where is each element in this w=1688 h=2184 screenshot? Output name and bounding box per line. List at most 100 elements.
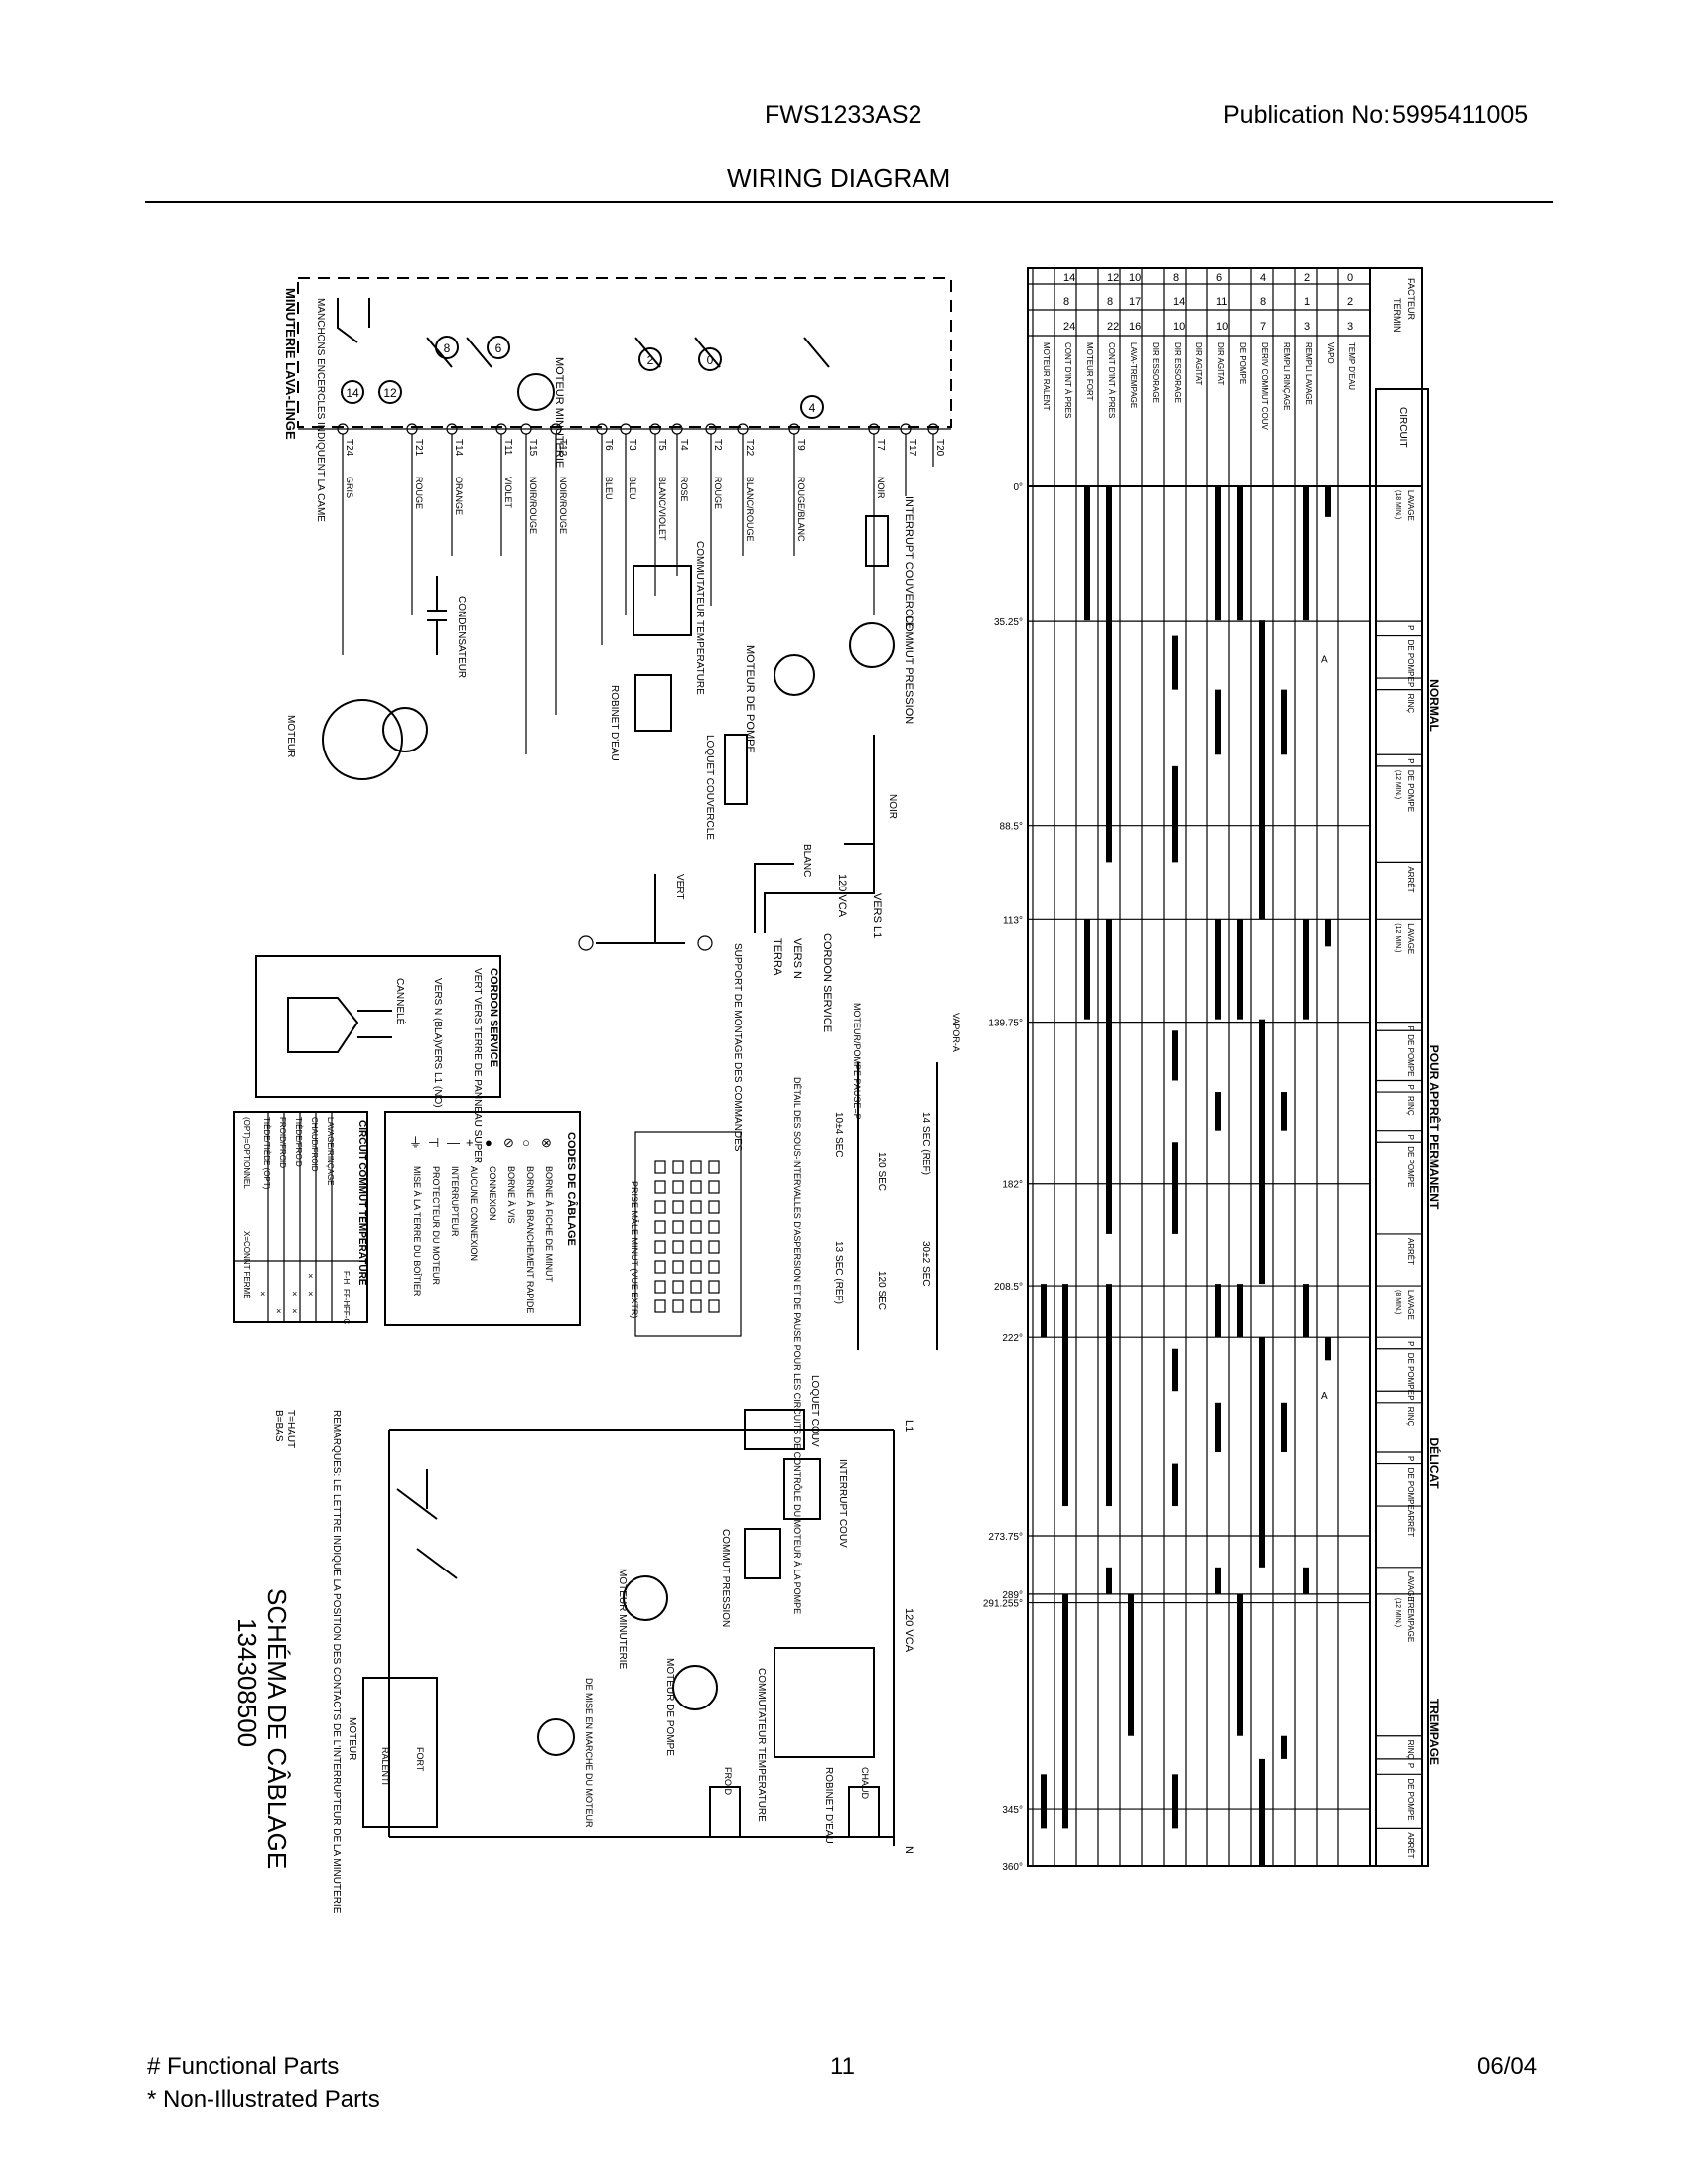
plug-pin [672,1240,684,1254]
circuit-col-header: F-H [342,1271,351,1285]
chart-cycle-name: TREMPAGE [1427,1699,1441,1765]
chart-degree-label: 35.25° [994,617,1023,628]
drain-pump-symbol [774,654,815,696]
circuit-mark: × [292,1306,297,1316]
detail-time-5: 30±2 SEC [920,1241,931,1287]
chart-step-label: DE POMPE [1406,1778,1415,1820]
bottom-loquet: LOQUET COUV [809,1375,820,1447]
wire-color-label: ORANGE [454,477,464,515]
code-description: CONNEXION [488,1166,497,1221]
chart-contact-bar [1237,486,1243,621]
plug-pin [690,1180,702,1194]
chart-contact-bar [1237,1284,1243,1338]
terminal-label: T9 [795,439,806,451]
chart-contact-bar [1215,919,1221,1020]
chart-contact-bar [1106,919,1112,1234]
chart-contact-bar [1172,635,1178,690]
plug-pin [654,1180,666,1194]
code-symbol-icon: ● [485,1135,492,1150]
chart-contact-bar [1215,689,1221,755]
bottom-part-number: 134308500 [232,1618,262,1747]
bottom-start-motor [537,1718,575,1756]
terminal-label: T21 [413,439,424,457]
plug-pin [708,1280,720,1294]
lid-lock-label: LOQUET COUVERCLE [704,735,715,840]
cam-12-label: 12 [383,386,397,400]
chart-degree-label: 222° [1002,1333,1023,1344]
chart-contact-bar [1172,1774,1178,1829]
circuit-row-label: TIÈDE/TIÈDE (OPT) [262,1117,271,1190]
cam-6: 6 [487,336,510,359]
code-symbol-icon: ⊣ [428,1135,439,1150]
timer-note: MANCHONS ENCERCLES INDIQUENT LA CAME [315,298,326,522]
timer-switch-contacts [337,298,370,343]
chart-degree-label: 208.5° [994,1282,1023,1293]
chart-step-label: P [1406,758,1415,763]
chart-step-label: RINÇ [1406,1096,1415,1116]
chart-degree-label: 289° [1002,1590,1023,1601]
chart-contact-bar [1062,1593,1068,1829]
cam-0: 0 [698,347,722,371]
code-description: BORNE À BRANCHEMENT RAPIDE [525,1166,535,1313]
chart-circuit-name: DERIV COMMUT COUV [1260,342,1269,431]
chart-step-sub: (12 MIN.) [1394,923,1401,952]
timer-motor-label: MOTEUR MINUTERIE [553,357,565,468]
chart-step-sub: (18 MIN.) [1394,490,1401,519]
motor-pause-label: MOTEUR/POMPE PAUSE=P [852,1003,862,1120]
plug-pin [672,1299,684,1313]
wire-color-label: GRIS [345,477,354,498]
detail-time-4: 13 SEC (REF) [833,1241,844,1304]
terminal-label: T5 [656,439,667,451]
ground-point [578,935,594,951]
chart-contact-bar [1325,1337,1331,1361]
plug-pin-grid [654,1160,720,1313]
temp-circuit-box: CIRCUIT COMMUT TEMPÉRATURE F-HFF-HFF-CLA… [233,1111,369,1324]
main-motor-symbol [322,699,403,780]
power-line-n [754,863,794,933]
publication-label: Publication No: [1223,101,1391,129]
chart-step-label: DE POMPE [1406,1146,1415,1187]
chart-circuit-name: TEMP D'EAU [1347,342,1356,390]
bottom-valve-cold [709,1786,741,1838]
chart-contact-bar [1062,1284,1068,1507]
circuit-row-label: CHAUD/FROID [310,1117,319,1172]
chart-contact-bar [1215,1567,1221,1594]
chart-grid-frame [1027,267,1371,1867]
cam-12: 12 [378,380,402,404]
chart-circuit-name: CONT D'INT À PRES [1063,342,1072,418]
footer-non-illustrated-note: * Non-Illustrated Parts [147,2086,380,2113]
codes-title: CODES DE CÂBLAGE [565,1132,578,1246]
chart-circuit-name: DIR AGITAT [1216,342,1225,385]
codes-list: ⊗BORNE À FICHE DE MINUT○BORNE À BRANCHEM… [409,1135,554,1313]
terminal-label: T22 [744,439,755,457]
chart-circuit-name: LAVA-TREMPAGE [1129,342,1138,408]
green-label: VERT [674,874,685,900]
chart-step-label: DE POMPE [1406,640,1415,682]
terminal-label: T3 [627,439,637,451]
chart-cycle-name: NORMAL [1427,679,1441,732]
chart-circuit-name: DIR ESSORAGE [1173,342,1182,403]
code-symbol-icon: ⊘ [503,1135,514,1150]
circuit-mark: × [292,1289,297,1298]
chart-step-label: LAVAGE [1406,490,1415,521]
plug-pin [654,1240,666,1254]
cam-0-label: 0 [707,353,714,367]
chart-degree-label: 345° [1002,1805,1023,1816]
bottom-b-bas: B=BAS [273,1410,284,1442]
bottom-title: SCHÉMA DE CÂBLAGE [262,1588,292,1869]
detail-time-2: 120 SEC [876,1152,887,1191]
chart-cam-number: 14 [1063,272,1075,284]
water-valve-symbol [634,674,672,732]
pressure-switch-label: COMMUT PRESSION [903,615,914,724]
bottom-interrupt: INTERRUPT COUV [837,1459,848,1548]
chart-cycle-name: POUR APPRÊT PERMANENT [1427,1045,1442,1210]
circuit-col-header: FF-C [342,1306,351,1324]
lid-lock-symbol [724,734,748,805]
chart-step-label: LAVAGE [1406,1571,1415,1602]
chart-cam-pair: 8 [1260,296,1266,308]
bottom-remarks: REMARQUES: LE LETTRE INDIQUE LA POSITION… [331,1410,342,1914]
chart-step-label: P [1406,1026,1415,1031]
